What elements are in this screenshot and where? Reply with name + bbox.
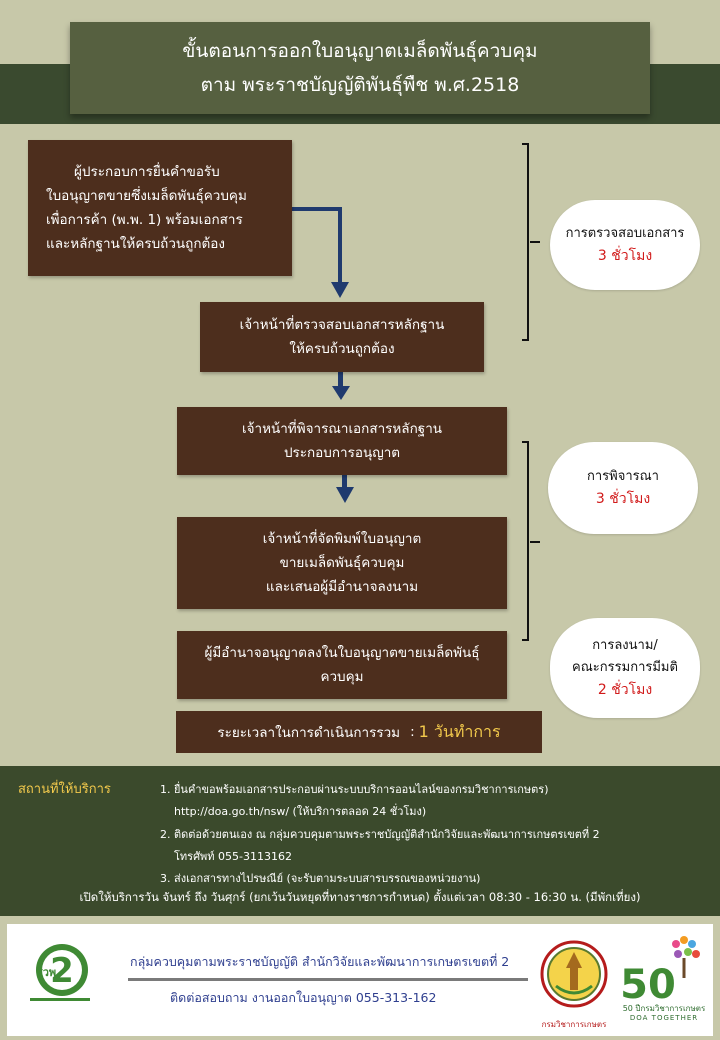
duration-3-label-line-1: การลงนาม/ <box>592 638 658 653</box>
duration-1-label: การตรวจสอบเอกสาร <box>565 226 685 241</box>
arrow-step3-to-step4 <box>342 474 347 490</box>
footer-org-name: กลุ่มควบคุมตามพระราชบัญญัติ สำนักวิจัยแล… <box>130 954 510 969</box>
service-line-2: http://doa.go.th/nsw/ (ให้บริการตลอด 24 … <box>174 805 427 818</box>
footer-divider <box>128 978 528 981</box>
arrowhead-step4 <box>336 487 354 503</box>
logo-50-caption: 50 ปีกรมวิชาการเกษตร <box>622 1004 706 1013</box>
bracket-consideration <box>522 441 529 641</box>
step-3-line-1: เจ้าหน้าที่พิจารณาเอกสารหลักฐาน <box>241 421 443 437</box>
step-1-submit-request: ผู้ประกอบการยื่นคำขอรับ ใบอนุญาตขายซึ่งเ… <box>28 140 292 276</box>
duration-2-time: 3 ชั่วโมง <box>595 491 651 507</box>
step-1-line-1: ผู้ประกอบการยื่นคำขอรับ <box>74 164 220 180</box>
service-line-1: 1. ยื่นคำขอพร้อมเอกสารประกอบผ่านระบบบริก… <box>160 783 549 796</box>
arrow-step1-to-step2 <box>292 207 342 282</box>
arrow-step2-to-step3 <box>338 371 343 389</box>
duration-bubble-signing: การลงนาม/ คณะกรรมการมีมติ 2 ชั่วโมง <box>550 618 700 718</box>
logo-left-number: 2 <box>50 951 74 991</box>
service-location-label: สถานที่ให้บริการ <box>18 782 111 797</box>
service-line-3: 2. ติดต่อด้วยตนเอง ณ กลุ่มควบคุมตามพระรา… <box>160 828 600 841</box>
duration-3-time: 2 ชั่วโมง <box>597 682 653 698</box>
service-line-4: โทรศัพท์ 055-3113162 <box>174 850 293 863</box>
step-4-print-license: เจ้าหน้าที่จัดพิมพ์ใบอนุญาต ขายเมล็ดพันธ… <box>177 517 507 609</box>
duration-2-label: การพิจารณา <box>587 469 659 484</box>
arrowhead-step3 <box>332 386 350 400</box>
step-4-line-3: และเสนอผู้มีอำนาจลงนาม <box>265 579 419 595</box>
step-5-sign-license: ผู้มีอำนาจอนุญาตลงในใบอนุญาตขายเมล็ดพันธ… <box>177 631 507 699</box>
bracket-tick-consideration <box>530 541 540 543</box>
logo-50-years: 50 <box>620 936 700 1008</box>
step-3-line-2: ประกอบการอนุญาต <box>283 445 401 461</box>
step-5-line-1: ผู้มีอำนาจอนุญาตลงในใบอนุญาตขายเมล็ดพันธ… <box>204 645 480 661</box>
logo-left-text: สวพ. <box>36 966 60 979</box>
logo-office-region-2: 2 สวพ. <box>30 944 90 1001</box>
title-line-2: ตาม พระราชบัญญัติพันธุ์พืช พ.ศ.2518 <box>200 74 520 96</box>
logo-department-of-agriculture <box>540 940 608 1008</box>
step-1-line-3: เพื่อการค้า (พ.พ. 1) พร้อมเอกสาร <box>46 212 243 228</box>
title-line-1: ขั้นตอนการออกใบอนุญาตเมล็ดพันธุ์ควบคุม <box>182 40 538 62</box>
total-value: 1 วันทำการ <box>418 721 501 741</box>
logo-50-tagline: DOA TOGETHER <box>629 1014 699 1022</box>
duration-1-time: 3 ชั่วโมง <box>597 248 653 264</box>
step-2-line-2: ให้ครบถ้วนถูกต้อง <box>289 341 395 357</box>
step-4-line-2: ขายเมล็ดพันธุ์ควบคุม <box>279 555 405 571</box>
total-label: ระยะเวลาในการดำเนินการรวม <box>217 725 401 741</box>
step-2-line-1: เจ้าหน้าที่ตรวจสอบเอกสารหลักฐาน <box>239 317 445 333</box>
duration-bubble-document-check: การตรวจสอบเอกสาร 3 ชั่วโมง <box>550 200 700 290</box>
total-duration-box: ระยะเวลาในการดำเนินการรวม : 1 วันทำการ <box>176 711 542 753</box>
step-1-line-4: และหลักฐานให้ครบถ้วนถูกต้อง <box>46 236 225 252</box>
service-hours: เปิดให้บริการวัน จันทร์ ถึง วันศุกร์ (ยก… <box>79 890 641 904</box>
bracket-document-check <box>522 143 529 341</box>
arrowhead-step2 <box>331 282 349 298</box>
logo-doa-caption: กรมวิชาการเกษตร <box>541 1020 607 1029</box>
title-box: ขั้นตอนการออกใบอนุญาตเมล็ดพันธุ์ควบคุม ต… <box>70 22 650 114</box>
service-info-panel <box>0 766 720 916</box>
total-separator: : <box>410 724 415 740</box>
step-5-line-2: ควบคุม <box>320 669 364 685</box>
duration-bubble-consideration: การพิจารณา 3 ชั่วโมง <box>548 442 698 534</box>
service-line-5: 3. ส่งเอกสารทางไปรษณีย์ (จะรับตามระบบสาร… <box>160 872 481 885</box>
footer-contact: ติดต่อสอบถาม งานออกใบอนุญาต 055-313-162 <box>170 990 437 1005</box>
duration-3-label-line-2: คณะกรรมการมีมติ <box>572 660 678 675</box>
step-4-line-1: เจ้าหน้าที่จัดพิมพ์ใบอนุญาต <box>262 531 422 547</box>
bracket-tick-document-check <box>530 241 540 243</box>
step-3-consider-documents: เจ้าหน้าที่พิจารณาเอกสารหลักฐาน ประกอบกา… <box>177 407 507 475</box>
step-1-line-2: ใบอนุญาตขายซึ่งเมล็ดพันธุ์ควบคุม <box>46 188 247 204</box>
step-2-check-documents: เจ้าหน้าที่ตรวจสอบเอกสารหลักฐาน ให้ครบถ้… <box>200 302 484 372</box>
logo-50-number: 50 <box>620 962 676 1008</box>
